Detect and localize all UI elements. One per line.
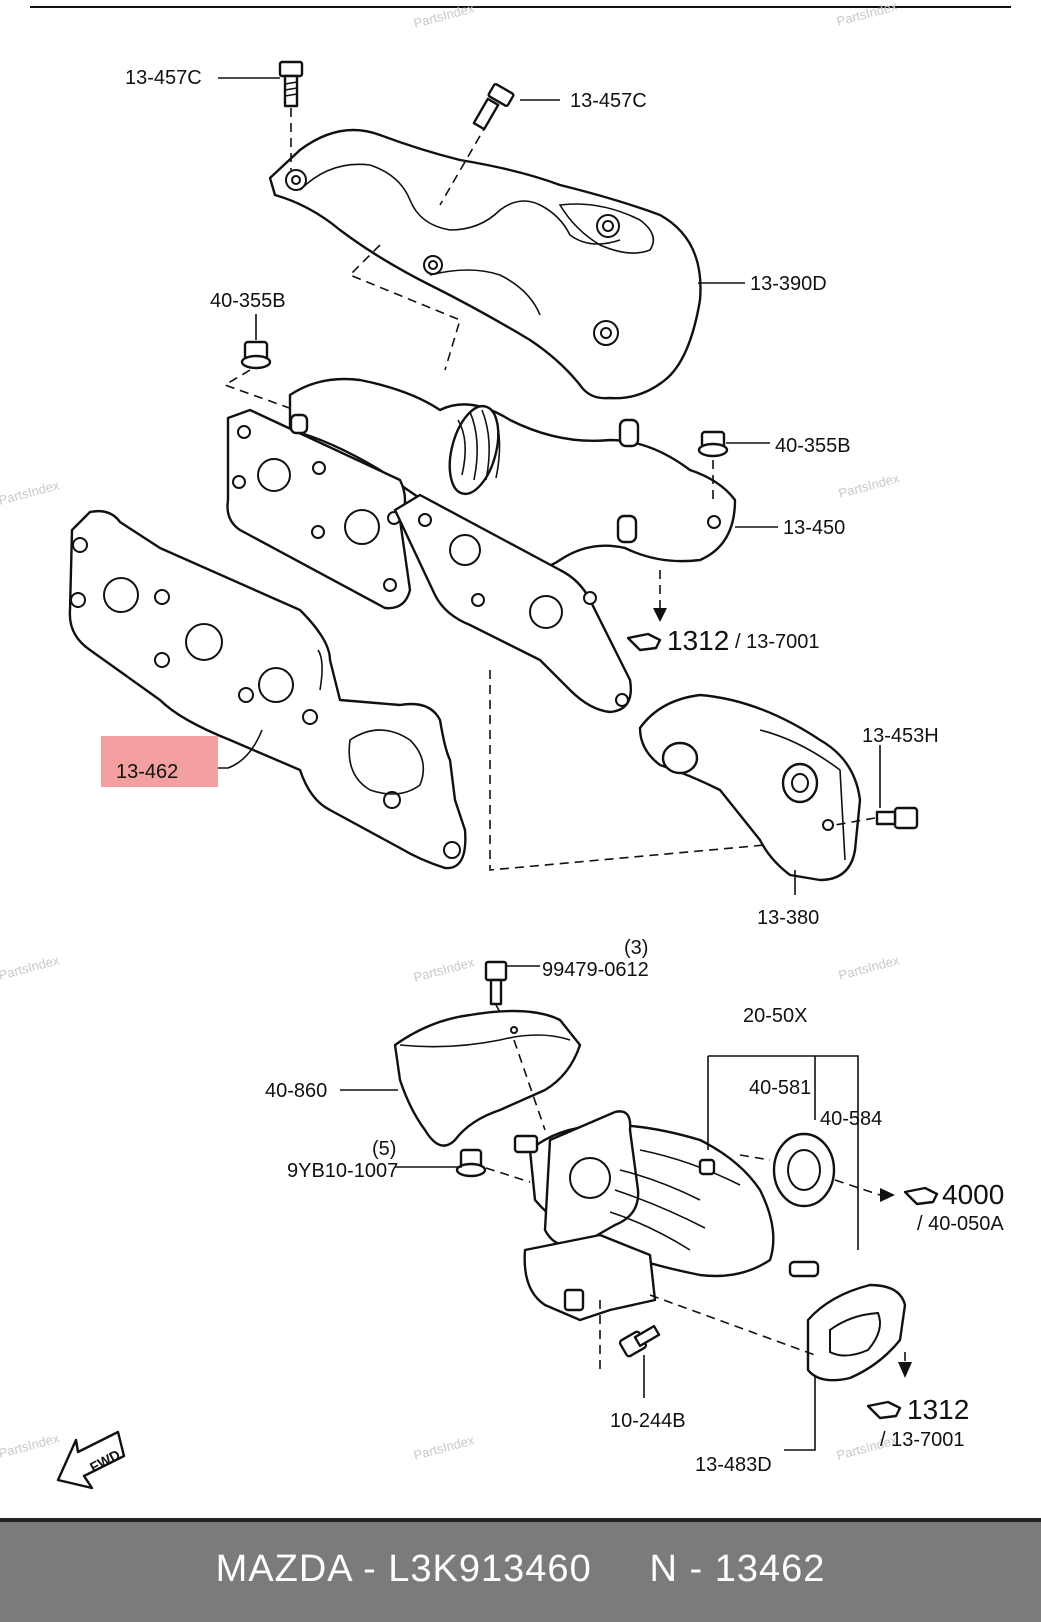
footer-bar: MAZDA - L3K913460 N - 13462 xyxy=(0,1518,1041,1622)
label-qty-3: (3) xyxy=(624,937,648,959)
label-40-355b-left: 40-355B xyxy=(210,290,286,312)
bolt-13-457c-left[interactable] xyxy=(278,60,304,108)
gasket-13-483d[interactable] xyxy=(806,1283,907,1382)
watermark: PartsIndex xyxy=(0,1430,61,1461)
fwd-arrow-icon: FWD xyxy=(56,1430,126,1490)
label-13-457c-left: 13-457C xyxy=(125,67,202,89)
bolt-13-453h[interactable] xyxy=(875,806,919,830)
watermark: PartsIndex xyxy=(412,0,476,31)
label-13-453h: 13-453H xyxy=(862,725,939,747)
arrow-down-icon xyxy=(653,608,667,622)
label-10-244b: 10-244B xyxy=(610,1410,686,1432)
converter-gasket-40-584[interactable] xyxy=(772,1132,836,1208)
label-20-50x: 20-50X xyxy=(743,1005,808,1027)
label-13-462-highlighted: 13-462 xyxy=(116,761,178,783)
watermark: PartsIndex xyxy=(412,1432,476,1463)
label-13-483d: 13-483D xyxy=(695,1454,772,1476)
watermark: PartsIndex xyxy=(835,0,899,29)
label-99479-0612: 99479-0612 xyxy=(542,959,649,981)
bolt-13-457c-right[interactable] xyxy=(472,82,515,131)
arrow-down-icon xyxy=(898,1362,912,1378)
highlight-box xyxy=(101,736,218,787)
ref-13-7001-label: / 13-7001 xyxy=(880,1429,965,1451)
bolt-10-244b[interactable] xyxy=(618,1324,661,1358)
ref-4000-label: 4000 xyxy=(942,1179,1004,1210)
pointing-hand-icon xyxy=(903,1186,939,1206)
ref-4000[interactable]: 4000 / 40-050A xyxy=(903,1179,1004,1235)
nut-9yb10-1007[interactable] xyxy=(455,1148,487,1178)
bolt-99479-0612[interactable] xyxy=(484,960,508,1006)
ref-1312-label: 1312 xyxy=(667,625,729,656)
label-13-390d: 13-390D xyxy=(750,273,827,295)
label-13-450: 13-450 xyxy=(783,517,845,539)
label-40-581: 40-581 xyxy=(749,1077,811,1099)
part-number-caption: MAZDA - L3K913460 N - 13462 xyxy=(215,1548,826,1590)
arrow-right-icon xyxy=(880,1188,895,1202)
bracket-13-380[interactable] xyxy=(638,693,862,882)
exhaust-manifold[interactable] xyxy=(226,377,737,714)
ref-1312-lower[interactable]: 1312 / 13-7001 xyxy=(866,1394,969,1451)
label-qty-5: (5) xyxy=(372,1138,396,1160)
watermark: PartsIndex xyxy=(0,477,61,508)
watermark: PartsIndex xyxy=(837,952,901,983)
top-border-line xyxy=(30,6,1011,8)
ref-1312-label: 1312 xyxy=(907,1394,969,1425)
label-13-380: 13-380 xyxy=(757,907,819,929)
label-13-457c-right: 13-457C xyxy=(570,90,647,112)
label-40-584: 40-584 xyxy=(820,1108,882,1130)
nut-40-355b-right[interactable] xyxy=(697,430,729,458)
pointing-hand-icon xyxy=(866,1400,902,1420)
lower-heat-shield-40-860[interactable] xyxy=(393,1009,582,1147)
watermark: PartsIndex xyxy=(0,952,61,983)
label-40-860: 40-860 xyxy=(265,1080,327,1102)
watermark: PartsIndex xyxy=(412,954,476,985)
ref-40-050a-label: / 40-050A xyxy=(917,1213,1004,1235)
leader-lines xyxy=(190,77,881,1451)
exhaust-manifold-parts-diagram: PartsIndex PartsIndex PartsIndex PartsIn… xyxy=(0,0,1004,1490)
nut-40-355b-left[interactable] xyxy=(240,340,272,370)
catalytic-converter[interactable] xyxy=(513,1110,820,1322)
label-9yb10-1007: 9YB10-1007 xyxy=(287,1160,398,1182)
pointing-hand-icon xyxy=(626,632,662,652)
upper-heat-shield[interactable] xyxy=(268,128,702,400)
ref-1312-upper[interactable]: 1312 / 13-7001 xyxy=(626,625,820,656)
ref-13-7001-label: / 13-7001 xyxy=(735,631,820,653)
watermark: PartsIndex xyxy=(837,470,901,501)
label-40-355b-right: 40-355B xyxy=(775,435,851,457)
gasket-13-462[interactable] xyxy=(68,509,467,870)
